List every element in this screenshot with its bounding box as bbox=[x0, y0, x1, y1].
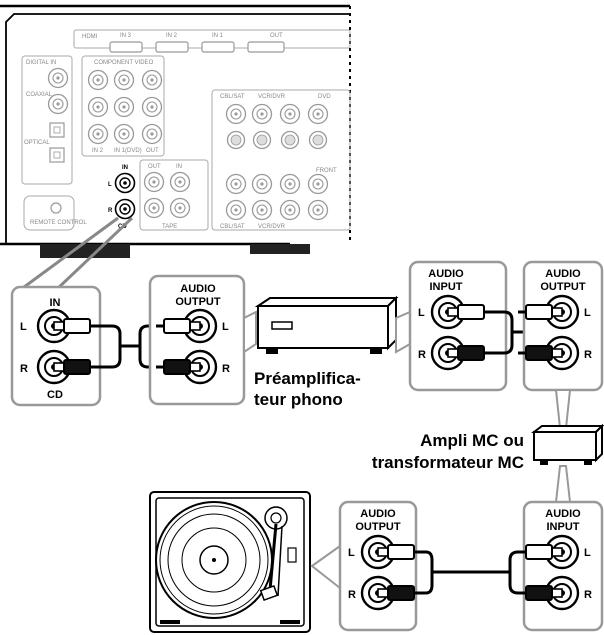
mc-in-title1: AUDIO bbox=[545, 508, 581, 520]
cd-l-small-label: L bbox=[108, 182, 112, 188]
cd-r-jack bbox=[114, 198, 136, 220]
hdmi-in1-label: IN 1 bbox=[212, 33, 224, 39]
component-in1-label: IN 1(DVD) bbox=[114, 148, 142, 154]
hdmi-port-in1 bbox=[201, 41, 235, 53]
tt-out-l: L bbox=[348, 547, 355, 559]
mc-label-line1: Ampli MC ou bbox=[420, 431, 524, 450]
component-in2-label: IN 2 bbox=[92, 148, 104, 154]
mc-in-r: R bbox=[584, 589, 592, 601]
mc-out-title1: AUDIO bbox=[545, 268, 581, 280]
hdmi-label: HDMI bbox=[82, 34, 98, 40]
component-out-label: OUT bbox=[146, 148, 159, 154]
tape-in-label: IN bbox=[176, 164, 182, 170]
mc-amp-device bbox=[531, 423, 604, 465]
hdmi-port-in3 bbox=[109, 41, 143, 53]
tape-out-label: OUT bbox=[148, 164, 161, 170]
cd-r-small-label: R bbox=[108, 208, 113, 214]
tt-out-r: R bbox=[348, 589, 356, 601]
cbl-sat-label: CBL/SAT bbox=[220, 94, 245, 100]
box-a-title2: OUTPUT bbox=[175, 296, 221, 308]
hdmi-in2-label: IN 2 bbox=[166, 33, 178, 39]
phono-preamp-device bbox=[243, 295, 411, 354]
hdmi-port-in2 bbox=[155, 41, 189, 53]
cd-input-box: IN L R CD bbox=[10, 285, 102, 407]
turntable bbox=[149, 491, 311, 633]
mc-audio-output-box: AUDIO OUTPUT L R bbox=[516, 260, 604, 392]
box-a-r: R bbox=[222, 363, 230, 375]
mc-audio-input-box: AUDIO INPUT L R bbox=[516, 500, 604, 632]
turntable-audio-output-box: AUDIO OUTPUT L R bbox=[338, 500, 424, 632]
tape-label: TAPE bbox=[162, 224, 177, 230]
preamp-in-r: R bbox=[418, 349, 426, 361]
vcr-dvr-bottom-label: VCR/DVR bbox=[258, 224, 286, 230]
hdmi-in3-label: IN 3 bbox=[120, 33, 132, 39]
cd-box-r: R bbox=[20, 363, 28, 375]
preamp-in-l: L bbox=[418, 307, 425, 319]
cd-l-jack bbox=[114, 172, 136, 194]
cd-box-title: IN bbox=[50, 297, 61, 309]
dvd-label: DVD bbox=[318, 94, 331, 100]
preamp-in-title1: AUDIO bbox=[428, 268, 464, 280]
hdmi-port-out bbox=[247, 41, 285, 53]
preamp-label-line1: Préamplifica- bbox=[254, 369, 361, 388]
mc-in-title2: INPUT bbox=[547, 521, 580, 533]
box-a-l: L bbox=[222, 321, 229, 333]
mc-out-r: R bbox=[584, 349, 592, 361]
component-video-label: COMPONENT VIDEO bbox=[94, 60, 154, 66]
cbl-sat-bottom-label: CBL/SAT bbox=[220, 224, 245, 230]
cd-box-footer: CD bbox=[47, 389, 63, 401]
receiver-rear-panel: HDMI IN 3 IN 2 IN 1 OUT DIGITAL IN COAXI… bbox=[0, 4, 351, 258]
hdmi-out-label: OUT bbox=[270, 33, 283, 39]
box-a-title1: AUDIO bbox=[180, 283, 216, 295]
optical-label: OPTICAL bbox=[24, 140, 50, 146]
tt-out-title1: AUDIO bbox=[360, 508, 396, 520]
preamp-audio-input-box: AUDIO INPUT L R bbox=[408, 260, 508, 392]
cd-box-l: L bbox=[20, 321, 27, 333]
front-label: FRONT bbox=[316, 168, 337, 174]
preamp-in-title2: INPUT bbox=[430, 281, 463, 293]
cable-cd-preamp bbox=[52, 317, 202, 376]
tt-out-title2: OUTPUT bbox=[355, 521, 401, 533]
mc-out-title2: OUTPUT bbox=[540, 281, 586, 293]
digital-in-label: DIGITAL IN bbox=[26, 60, 56, 66]
cd-in-small-label: IN bbox=[122, 165, 128, 171]
coaxial-label: COAXIAL bbox=[26, 92, 53, 98]
mc-out-l: L bbox=[584, 307, 591, 319]
mc-in-l: L bbox=[584, 547, 591, 559]
mc-label-line2: transformateur MC bbox=[372, 453, 524, 472]
audio-output-box-a: AUDIO OUTPUT L R bbox=[148, 274, 246, 406]
preamp-label-line2: teur phono bbox=[254, 390, 343, 409]
remote-control-label: REMOTE CONTROL bbox=[30, 220, 87, 226]
vcr-dvr-label: VCR/DVR bbox=[258, 94, 286, 100]
